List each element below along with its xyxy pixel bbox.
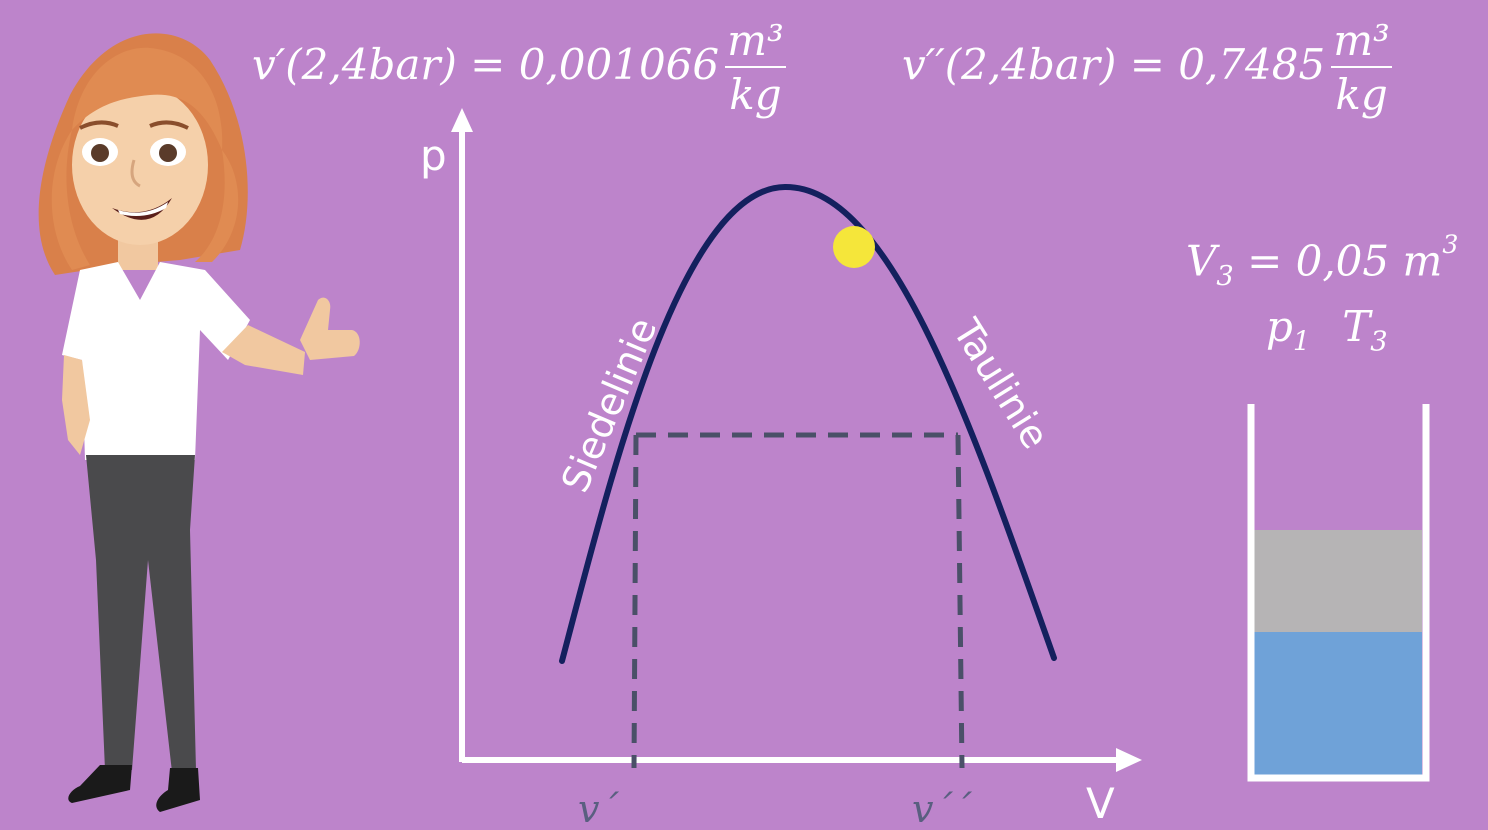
hair-fringe: [72, 47, 223, 150]
left-pupil: [91, 144, 109, 162]
diagram-axes: p V: [420, 108, 1142, 828]
hair-strand-left: [51, 130, 90, 270]
p-symbol: p: [1266, 302, 1293, 351]
v-dprime-tick-label: v´´: [912, 787, 972, 830]
left-eyebrow: [79, 120, 119, 130]
hair-strand-right: [195, 150, 239, 262]
v-prime-unit-den: kg: [729, 70, 782, 119]
thumbs-up-hand: [300, 297, 360, 360]
shirt: [62, 262, 250, 460]
vessel: [1247, 404, 1430, 782]
teeth: [118, 202, 168, 216]
dashed-right-vertical: [955, 434, 965, 769]
y-axis-label: p: [420, 131, 447, 180]
v-dprime-unit-den: kg: [1335, 70, 1388, 119]
presenter-character: [38, 33, 360, 812]
v-prime-unit-num: m³: [725, 20, 786, 68]
vessel-walls: [1247, 404, 1430, 782]
y-axis-arrow: [451, 108, 473, 132]
v-dprime-unit-num: m³: [1331, 20, 1392, 68]
vessel-liquid: [1254, 632, 1422, 776]
x-axis-label: V: [1086, 779, 1115, 828]
right-eyebrow: [149, 120, 189, 130]
nose: [130, 159, 141, 188]
volume-rest: = 0,05 m: [1233, 236, 1443, 286]
x-axis-arrow: [1116, 748, 1142, 772]
right-shoe: [156, 768, 200, 812]
pants: [86, 455, 196, 772]
raised-arm: [222, 325, 305, 375]
dashed-left-vertical: [631, 434, 639, 769]
taulinie-label: Taulinie: [944, 311, 1058, 457]
saturation-curve: [559, 183, 1057, 664]
volume-symbol: V: [1186, 236, 1217, 286]
t-symbol: T: [1342, 302, 1371, 351]
vessel-gas: [1254, 530, 1422, 632]
p-sub: 1: [1292, 326, 1311, 358]
siedelinie-label: Siedelinie: [553, 311, 666, 498]
t-sub: 3: [1370, 326, 1388, 358]
v-dprime-lhs: v′′(2,4bar) = 0,7485: [902, 40, 1326, 89]
left-shoe: [68, 765, 132, 803]
critical-point: [833, 226, 875, 268]
volume-exp: 3: [1442, 230, 1459, 259]
volume-sub: 3: [1216, 261, 1234, 293]
hanging-arm: [62, 355, 90, 455]
right-pupil: [159, 144, 177, 162]
volume-equation: V3 = 0,05 m3: [1186, 232, 1458, 291]
v-prime-tick-label: v´: [578, 787, 619, 830]
v-prime-lhs: v′(2,4bar) = 0,001066: [252, 40, 720, 89]
dashed-guides: [631, 432, 965, 769]
